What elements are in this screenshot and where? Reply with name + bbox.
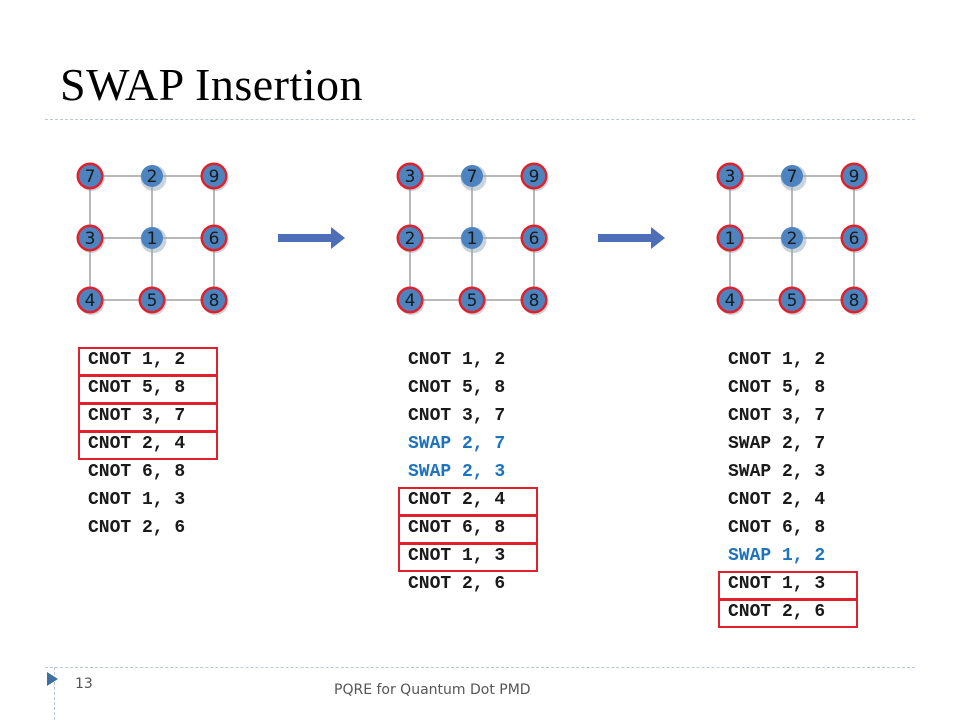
qubit-label: 5 xyxy=(467,291,478,311)
qubit-node: 4 xyxy=(76,286,105,315)
qubit-node: 6 xyxy=(520,224,549,253)
slide-title: SWAP Insertion xyxy=(60,59,364,110)
cnot-gate-line: CNOT 1, 3 xyxy=(88,490,186,510)
qubit-label: 4 xyxy=(405,291,416,311)
footer-divider xyxy=(45,667,915,668)
cnot-gate-line: CNOT 3, 7 xyxy=(408,406,506,426)
qubit-label: 6 xyxy=(529,229,540,249)
highlight-box xyxy=(78,431,218,460)
qubit-label: 2 xyxy=(787,229,798,249)
qubit-label: 7 xyxy=(85,167,96,187)
footer-text: PQRE for Quantum Dot PMD xyxy=(334,682,531,698)
qubit-node: 2 xyxy=(396,224,425,253)
qubit-node: 1 xyxy=(716,224,745,253)
qubit-label: 5 xyxy=(787,291,798,311)
page-number: 13 xyxy=(75,676,93,692)
swap-gate-line: SWAP 2, 7 xyxy=(728,434,826,454)
qubit-node: 9 xyxy=(840,162,869,191)
qubit-label: 4 xyxy=(725,291,736,311)
qubit-node: 2 xyxy=(780,227,807,253)
gate-list-column-1: CNOT 1, 2 CNOT 5, 8 CNOT 3, 7 CNOT 2, 4 CNOT… xyxy=(88,346,185,542)
transition-arrow-icon xyxy=(598,227,665,249)
footer-bullet-icon xyxy=(47,672,58,686)
cnot-gate-line: CNOT 1, 3 xyxy=(408,546,506,566)
qubit-label: 3 xyxy=(725,167,736,187)
qubit-label: 3 xyxy=(85,229,96,249)
qubit-node: 3 xyxy=(716,162,745,191)
cnot-gate-line: CNOT 2, 4 xyxy=(88,434,186,454)
qubit-label: 9 xyxy=(209,167,220,187)
qubit-node: 7 xyxy=(780,165,807,191)
qubit-label: 6 xyxy=(849,229,860,249)
qubit-label: 4 xyxy=(85,291,96,311)
qubit-node: 6 xyxy=(200,224,229,253)
qubit-label: 8 xyxy=(529,291,540,311)
qubit-node: 7 xyxy=(76,162,105,191)
cnot-gate-line: CNOT 6, 8 xyxy=(88,462,186,482)
swap-gate-line: SWAP 1, 2 xyxy=(728,546,826,566)
qubit-label: 2 xyxy=(147,167,158,187)
qubit-label: 3 xyxy=(405,167,416,187)
footer-vertical-divider xyxy=(54,667,55,720)
qubit-label: 5 xyxy=(147,291,158,311)
cnot-gate-line: CNOT 5, 8 xyxy=(88,378,186,398)
qubit-label: 1 xyxy=(467,229,478,249)
coupling-grids-diagram: 7 2 9 3 1 6 4 5 8 3 7 9 2 1 6 4 5 8 3 7 9 1 2 6 4 5 8 xyxy=(76,162,869,315)
qubit-node: 9 xyxy=(200,162,229,191)
cnot-gate-line: CNOT 2, 4 xyxy=(408,490,506,510)
qubit-label: 7 xyxy=(787,167,798,187)
qubit-label: 9 xyxy=(529,167,540,187)
cnot-gate-line: CNOT 1, 3 xyxy=(728,574,826,594)
qubit-node: 8 xyxy=(840,286,869,315)
highlight-box xyxy=(398,543,538,572)
cnot-gate-line: CNOT 5, 8 xyxy=(728,378,826,398)
qubit-node: 6 xyxy=(840,224,869,253)
cnot-gate-line: CNOT 2, 6 xyxy=(88,518,186,538)
cnot-gate-line: CNOT 1, 2 xyxy=(728,350,826,370)
qubit-node: 3 xyxy=(396,162,425,191)
swap-gate-line: SWAP 2, 3 xyxy=(728,462,826,482)
qubit-node: 5 xyxy=(458,286,487,315)
cnot-gate-line: CNOT 2, 6 xyxy=(728,602,826,622)
cnot-gate-line: CNOT 3, 7 xyxy=(88,406,186,426)
qubit-node: 3 xyxy=(76,224,105,253)
qubit-label: 6 xyxy=(209,229,220,249)
swap-gate-line: SWAP 2, 7 xyxy=(408,434,506,454)
qubit-label: 8 xyxy=(849,291,860,311)
qubit-label: 1 xyxy=(147,229,158,249)
cnot-gate-line: CNOT 6, 8 xyxy=(408,518,506,538)
qubit-node: 4 xyxy=(716,286,745,315)
gate-list-column-3: CNOT 1, 2 CNOT 5, 8 CNOT 3, 7 SWAP 2, 7 SWAP… xyxy=(728,346,825,626)
cnot-gate-line: CNOT 6, 8 xyxy=(728,518,826,538)
qubit-node: 4 xyxy=(396,286,425,315)
qubit-node: 1 xyxy=(140,227,167,253)
cnot-gate-line: CNOT 5, 8 xyxy=(408,378,506,398)
transition-arrow-icon xyxy=(278,227,345,249)
qubit-node: 7 xyxy=(460,165,487,191)
qubit-node: 5 xyxy=(138,286,167,315)
cnot-gate-line: CNOT 1, 2 xyxy=(88,350,186,370)
qubit-node: 2 xyxy=(140,165,167,191)
qubit-label: 9 xyxy=(849,167,860,187)
qubit-node: 9 xyxy=(520,162,549,191)
qubit-label: 7 xyxy=(467,167,478,187)
qubit-label: 1 xyxy=(725,229,736,249)
gate-list-column-2: CNOT 1, 2 CNOT 5, 8 CNOT 3, 7 SWAP 2, 7 SWAP… xyxy=(408,346,505,598)
title-divider xyxy=(45,119,915,120)
cnot-gate-line: CNOT 2, 6 xyxy=(408,574,506,594)
highlight-box xyxy=(718,599,858,628)
coupling-grid-2: 3 7 9 2 1 6 4 5 8 xyxy=(396,162,549,315)
cnot-gate-line: CNOT 3, 7 xyxy=(728,406,826,426)
swap-gate-line: SWAP 2, 3 xyxy=(408,462,506,482)
qubit-label: 8 xyxy=(209,291,220,311)
qubit-label: 2 xyxy=(405,229,416,249)
qubit-node: 8 xyxy=(200,286,229,315)
coupling-grid-1: 7 2 9 3 1 6 4 5 8 xyxy=(76,162,229,315)
qubit-node: 5 xyxy=(778,286,807,315)
cnot-gate-line: CNOT 1, 2 xyxy=(408,350,506,370)
qubit-node: 8 xyxy=(520,286,549,315)
qubit-node: 1 xyxy=(460,227,487,253)
coupling-grid-3: 3 7 9 1 2 6 4 5 8 xyxy=(716,162,869,315)
cnot-gate-line: CNOT 2, 4 xyxy=(728,490,826,510)
